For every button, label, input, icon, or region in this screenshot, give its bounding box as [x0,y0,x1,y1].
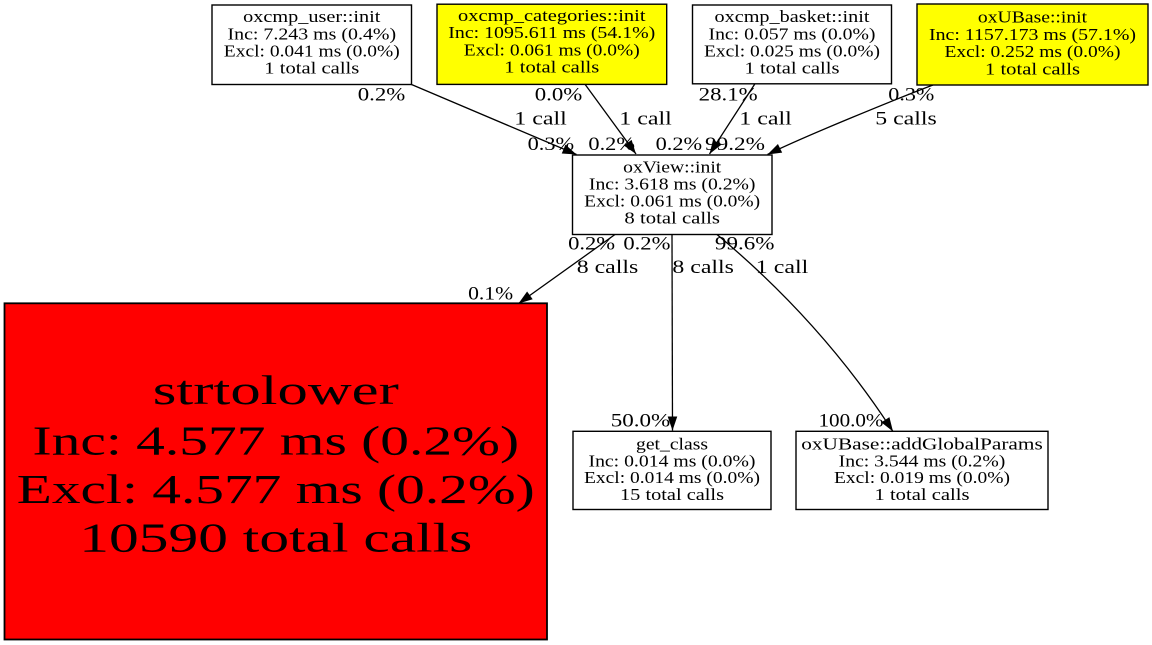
svg-text:1 total calls: 1 total calls [745,58,840,77]
svg-text:0.2%: 0.2% [623,233,670,254]
svg-text:1 call: 1 call [514,108,567,129]
svg-text:Inc: 1095.611 ms (54.1%): Inc: 1095.611 ms (54.1%) [448,23,655,42]
svg-text:strtolower: strtolower [153,367,400,413]
svg-text:oxUBase::init: oxUBase::init [978,8,1088,27]
svg-text:Excl: 0.061 ms (0.0%): Excl: 0.061 ms (0.0%) [464,41,640,60]
svg-text:1 call: 1 call [619,108,672,129]
svg-text:oxUBase::addGlobalParams: oxUBase::addGlobalParams [801,434,1043,453]
svg-text:Inc: 7.243 ms (0.4%): Inc: 7.243 ms (0.4%) [228,24,397,43]
svg-text:99.6%: 99.6% [715,233,775,254]
svg-text:Excl: 4.577 ms (0.2%): Excl: 4.577 ms (0.2%) [17,466,535,512]
svg-text:Excl: 0.025 ms (0.0%): Excl: 0.025 ms (0.0%) [704,41,880,60]
svg-text:100.0%: 100.0% [819,410,884,431]
svg-text:8 total calls: 8 total calls [624,208,720,227]
svg-text:Inc: 4.577 ms (0.2%): Inc: 4.577 ms (0.2%) [33,418,520,464]
svg-text:99.2%: 99.2% [705,134,765,155]
svg-text:get_class: get_class [636,434,708,453]
svg-text:0.2%: 0.2% [588,134,635,155]
svg-text:oxcmp_basket::init: oxcmp_basket::init [715,7,870,26]
svg-text:1 total calls: 1 total calls [264,58,359,77]
svg-text:0.1%: 0.1% [468,284,513,305]
svg-text:28.1%: 28.1% [699,84,758,105]
svg-text:0.2%: 0.2% [358,84,406,105]
svg-text:1 total calls: 1 total calls [985,59,1080,78]
svg-text:Excl: 0.041 ms (0.0%): Excl: 0.041 ms (0.0%) [224,41,400,60]
svg-text:Excl: 0.061 ms (0.0%): Excl: 0.061 ms (0.0%) [584,192,760,211]
svg-text:Excl: 0.252 ms (0.0%): Excl: 0.252 ms (0.0%) [945,42,1121,61]
svg-text:Inc: 1157.173 ms (57.1%): Inc: 1157.173 ms (57.1%) [929,25,1136,44]
svg-text:oxcmp_categories::init: oxcmp_categories::init [458,6,646,25]
svg-text:0.2%: 0.2% [656,134,703,155]
svg-text:8 calls: 8 calls [577,257,639,278]
svg-text:0.3%: 0.3% [888,84,934,105]
svg-text:Excl: 0.014 ms (0.0%): Excl: 0.014 ms (0.0%) [584,468,760,487]
svg-text:Inc: 3.618 ms (0.2%): Inc: 3.618 ms (0.2%) [589,174,756,193]
svg-text:5 calls: 5 calls [875,108,937,129]
svg-text:oxcmp_user::init: oxcmp_user::init [243,7,381,26]
svg-text:0.0%: 0.0% [535,84,583,105]
svg-text:10590 total calls: 10590 total calls [79,515,472,561]
svg-text:1 total calls: 1 total calls [875,485,970,504]
svg-text:oxView::init: oxView::init [623,157,722,176]
svg-text:1 total calls: 1 total calls [504,58,599,77]
svg-text:0.2%: 0.2% [568,233,615,254]
svg-text:Inc: 3.544 ms (0.2%): Inc: 3.544 ms (0.2%) [839,452,1006,471]
svg-text:Excl: 0.019 ms (0.0%): Excl: 0.019 ms (0.0%) [834,468,1010,487]
svg-text:Inc: 0.014 ms (0.0%): Inc: 0.014 ms (0.0%) [589,452,756,471]
svg-text:50.0%: 50.0% [611,410,671,431]
svg-text:15 total calls: 15 total calls [620,485,724,504]
svg-text:1 call: 1 call [756,257,809,278]
svg-text:Inc: 0.057 ms (0.0%): Inc: 0.057 ms (0.0%) [709,24,876,43]
svg-text:8 calls: 8 calls [672,257,734,278]
svg-text:0.3%: 0.3% [528,134,575,155]
svg-text:1 call: 1 call [739,108,792,129]
